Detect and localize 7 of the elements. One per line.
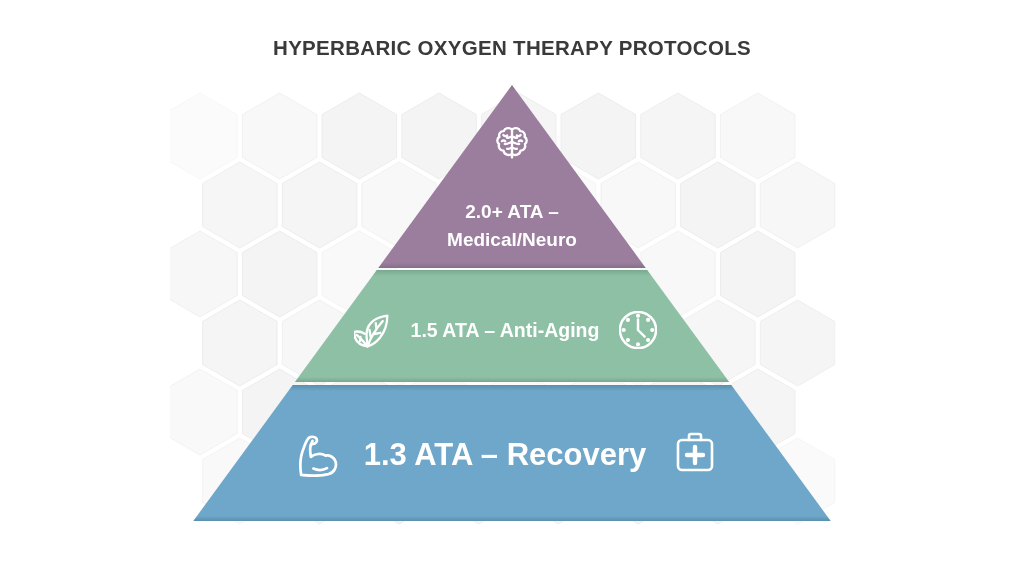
tier-label: 1.5 ATA – Anti-Aging <box>410 318 600 343</box>
tier-label: 1.3 ATA – Recovery <box>363 436 647 474</box>
pyramid-middle-tier <box>294 270 729 382</box>
tier-label: 2.0+ ATA – Medical/Neuro <box>446 200 578 252</box>
pyramid-top-tier <box>378 85 646 268</box>
title: HYPERBARIC OXYGEN THERAPY PROTOCOLS <box>272 36 752 60</box>
pyramid-base-tier <box>193 385 831 521</box>
